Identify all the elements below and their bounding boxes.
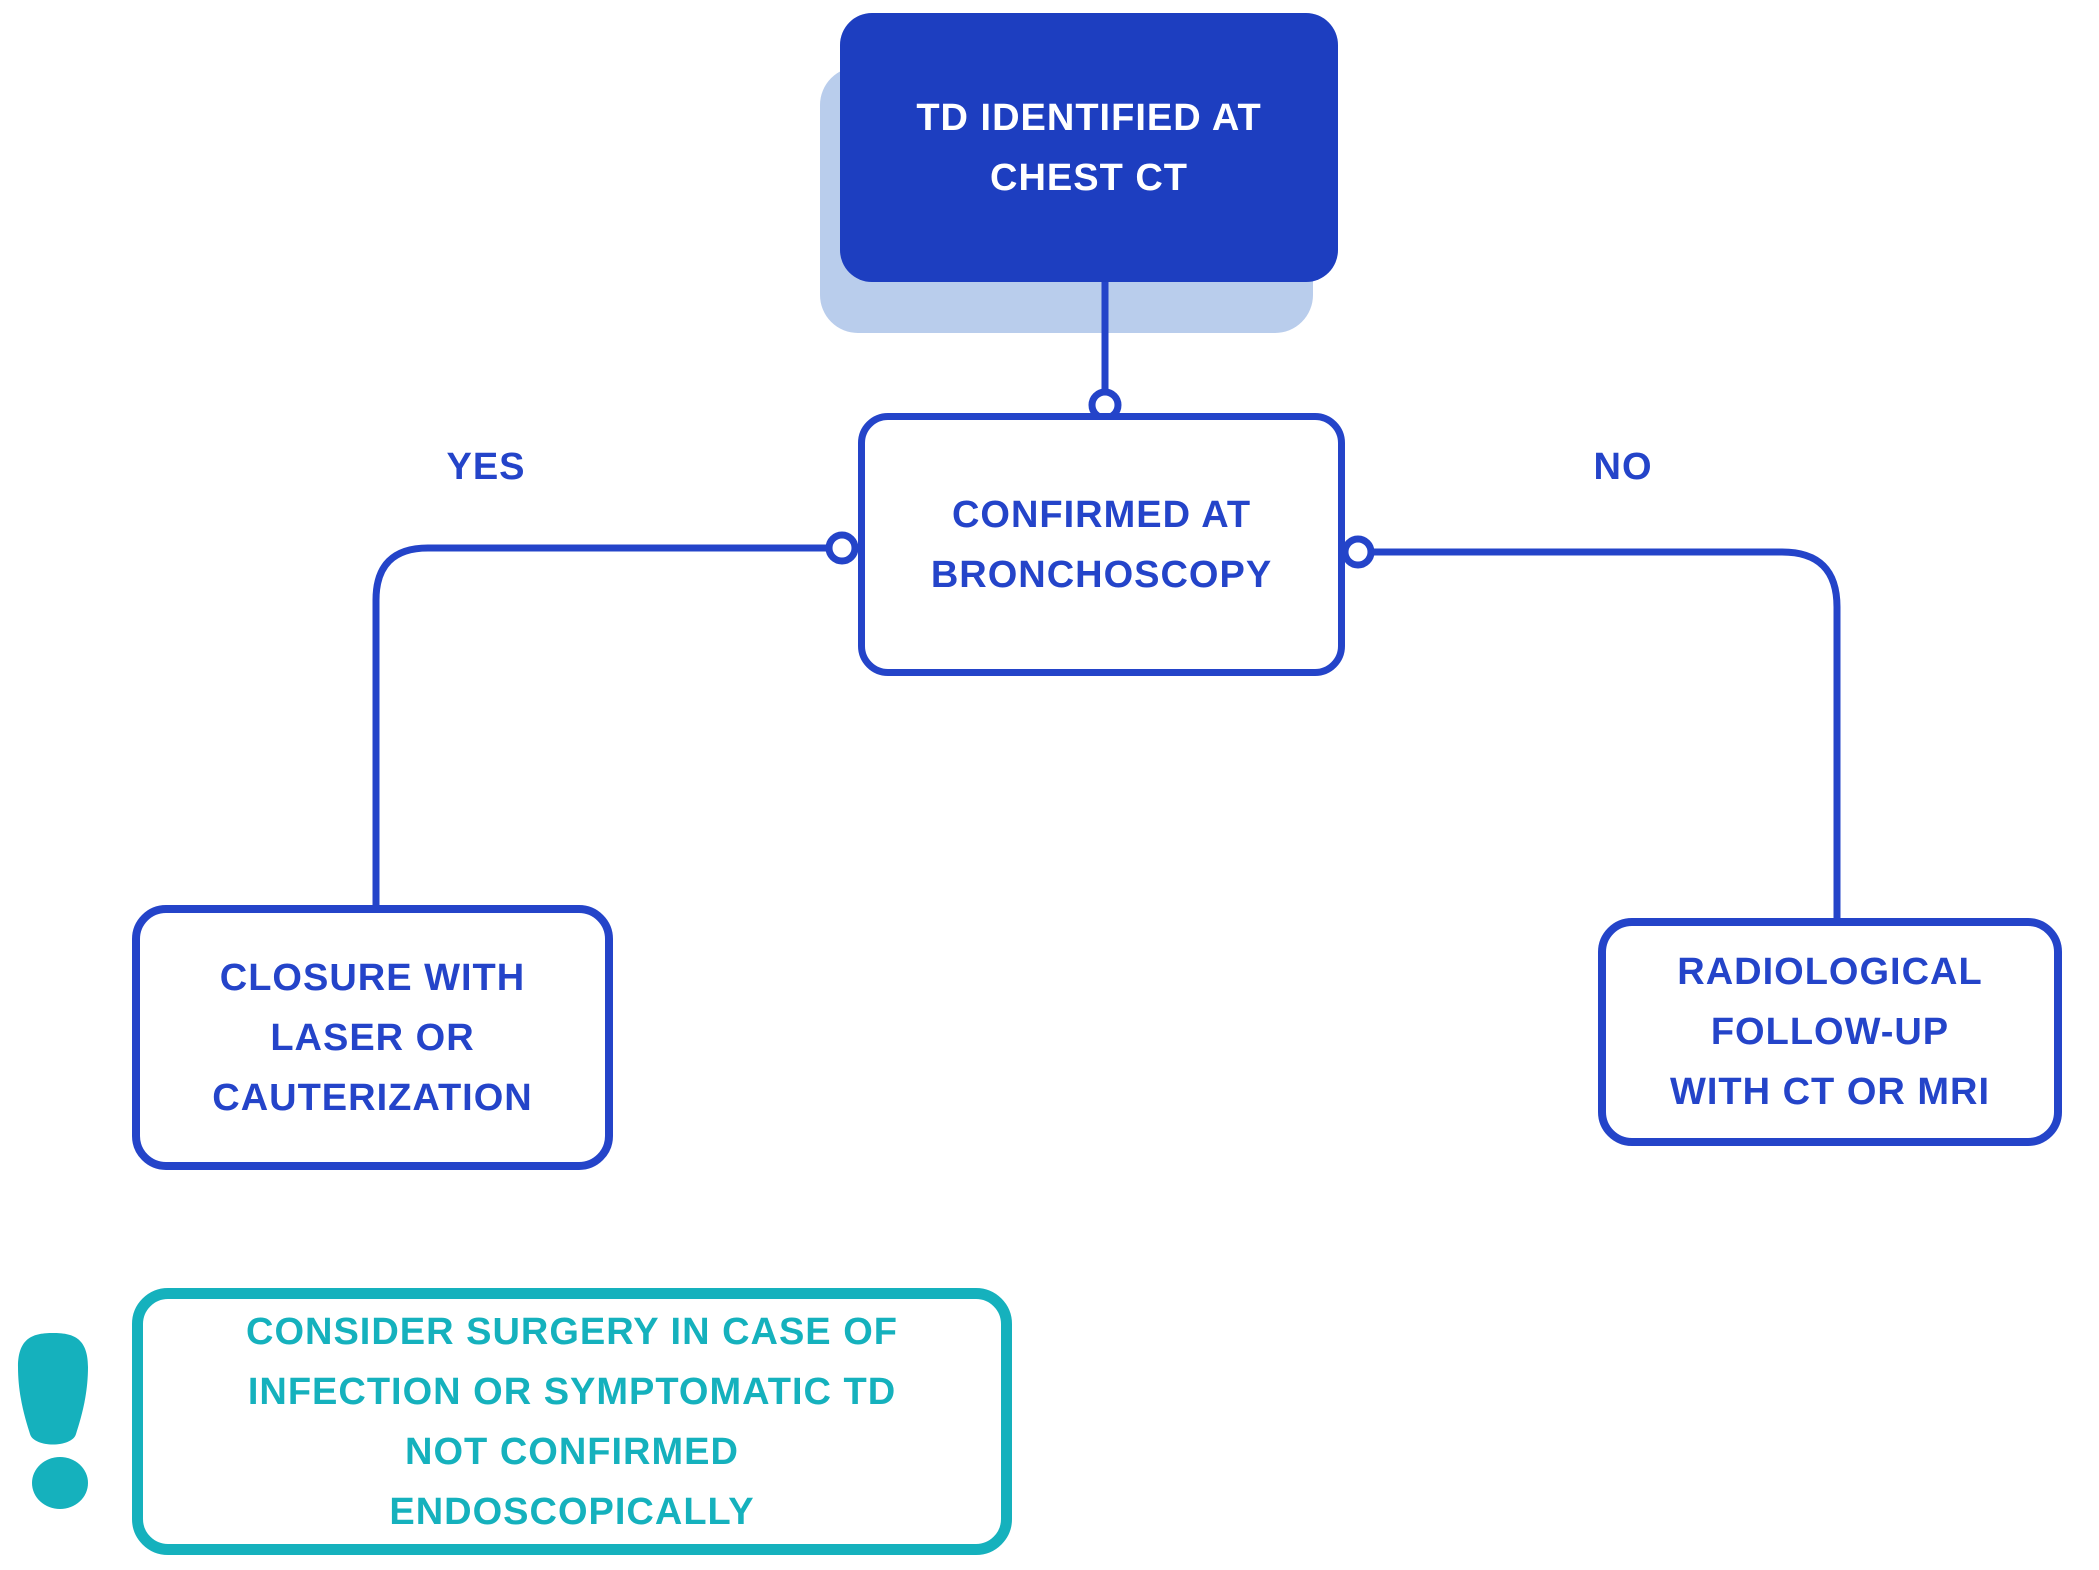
edge-label-yes: YES (446, 446, 526, 488)
connector-dot-right (1341, 535, 1375, 569)
edge-yes-path (372, 544, 830, 907)
connector-dot-left (825, 531, 859, 565)
node-closure-laser: CLOSURE WITH LASER OR CAUTERIZATION (132, 905, 613, 1170)
edge-no-path (1370, 548, 1841, 920)
node-confirmed-bronchoscopy: CONFIRMED AT BRONCHOSCOPY (858, 413, 1345, 676)
node-consider-surgery-note: CONSIDER SURGERY IN CASE OF INFECTION OR… (132, 1288, 1012, 1555)
node-radiological-followup: RADIOLOGICAL FOLLOW-UP WITH CT OR MRI (1598, 918, 2062, 1146)
exclamation-icon (18, 1333, 88, 1509)
edge-label-no: NO (1593, 446, 1653, 488)
node-td-identified: TD IDENTIFIED AT CHEST CT (840, 13, 1338, 282)
